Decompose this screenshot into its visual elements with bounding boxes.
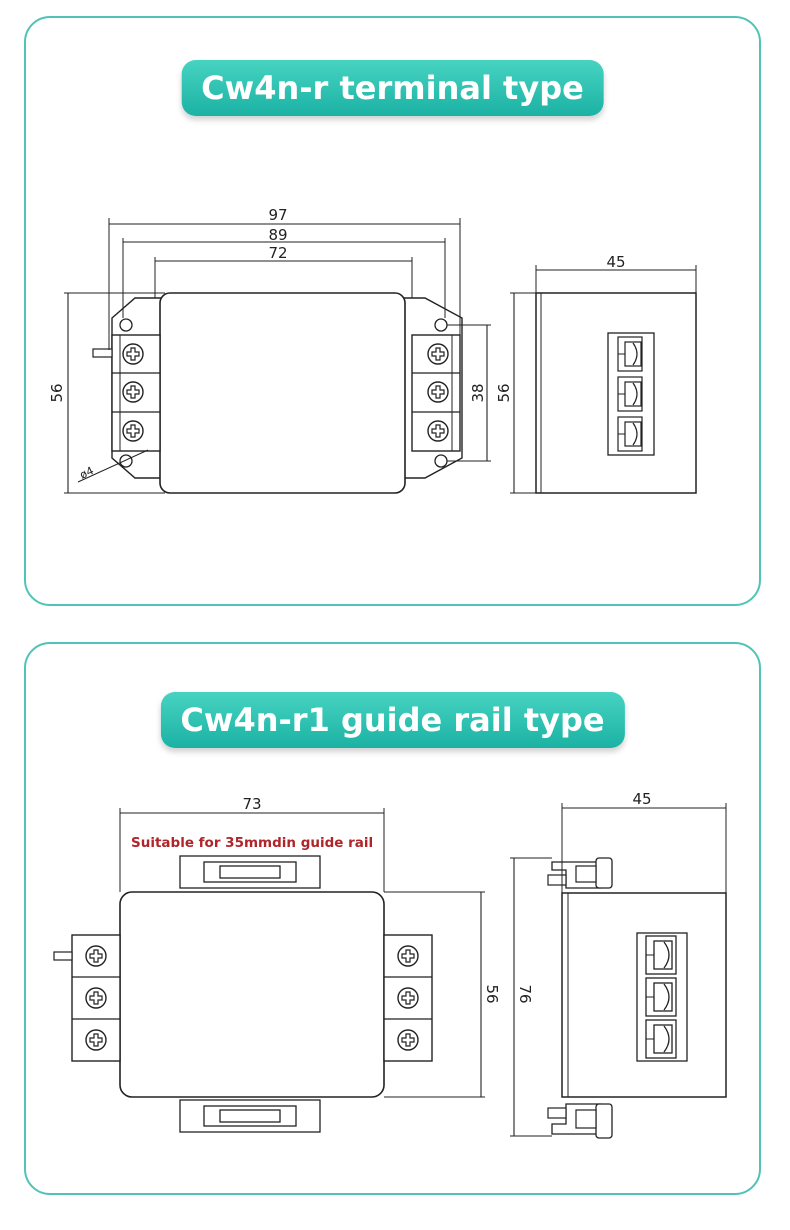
dim-72: 72 [268,244,287,262]
mount-hole [434,454,448,468]
guide-rail-side-view: 45 76 [510,790,727,1139]
screw-icon [397,945,419,967]
terminal-icon [617,336,643,372]
terminal-icon [645,1019,677,1059]
screw-icon [85,1029,107,1051]
guide-rail-type-title: Cw4n-r1 guide rail type [160,692,625,748]
screw-icon [427,381,449,403]
terminal-type-title: Cw4n-r terminal type [181,60,604,116]
dim-56-rail: 56 [483,984,501,1003]
screw-icon [397,1029,419,1051]
terminal-icon [617,376,643,412]
dim-38: 38 [469,383,487,402]
terminal-icon [645,935,677,975]
terminal-icon [617,416,643,452]
dim-89: 89 [268,226,287,244]
din-rail-clip [179,855,321,889]
screw-icon [85,945,107,967]
mount-hole [119,318,133,332]
terminal-front-view: 97 89 72 56 38 ø4 [48,206,491,494]
dim-73: 73 [242,795,261,813]
screw-icon [85,987,107,1009]
dim-hole-diameter: ø4 [78,464,96,482]
screw-icon [122,343,144,365]
dim-76: 76 [516,984,534,1003]
guide-rail-front-view: 73 56 [53,795,501,1133]
dim-45-rail: 45 [632,790,651,808]
dim-45-side: 45 [606,253,625,271]
dim-56-side: 56 [495,383,513,402]
screw-icon [427,343,449,365]
dim-97: 97 [268,206,287,224]
terminal-side-view: 45 56 [495,253,697,494]
mount-hole [119,454,133,468]
mount-hole [434,318,448,332]
screw-icon [122,420,144,442]
terminal-icon [645,977,677,1017]
din-rail-note: Suitable for 35mmdin guide rail [131,835,374,851]
screw-icon [122,381,144,403]
dim-56-front: 56 [48,383,66,402]
din-rail-clip [179,1099,321,1133]
screw-icon [427,420,449,442]
screw-icon [397,987,419,1009]
